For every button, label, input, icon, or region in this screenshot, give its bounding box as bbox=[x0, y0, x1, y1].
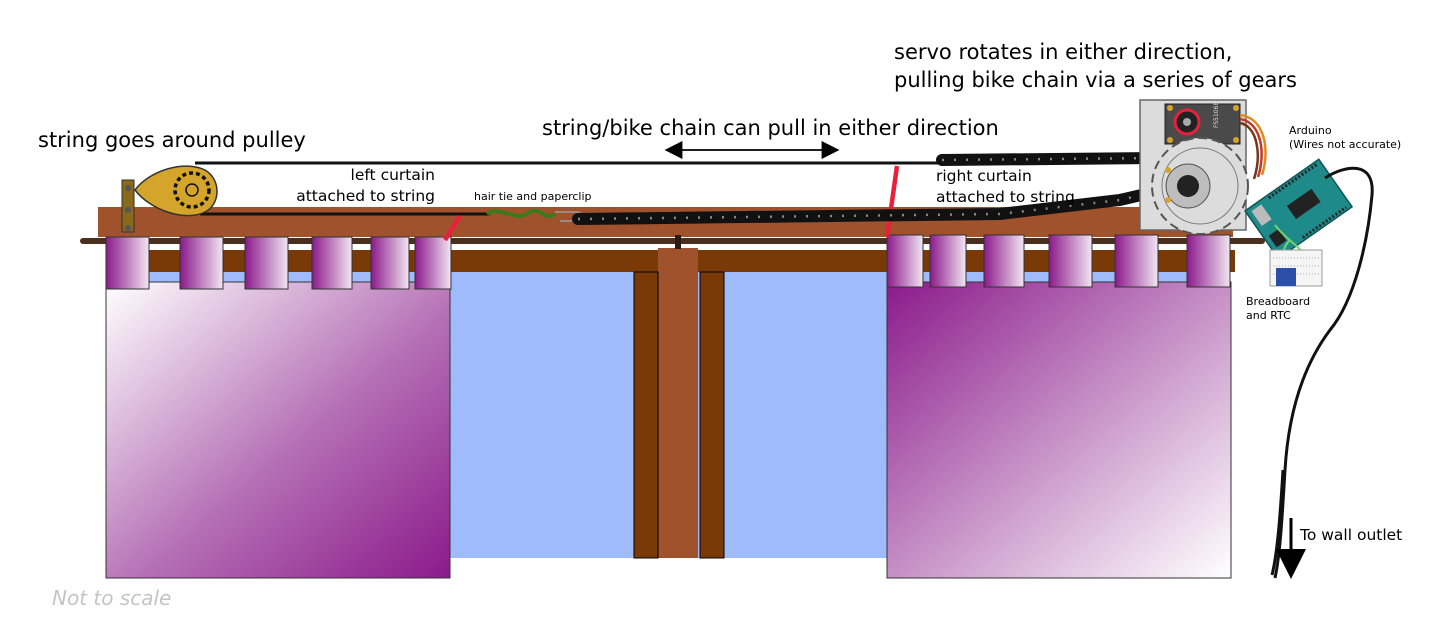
servo-chip-label: FS5106B bbox=[1213, 101, 1220, 128]
pulley bbox=[121, 165, 218, 233]
left-curtain-loops bbox=[105, 236, 452, 290]
pulley-caption: string goes around pulley bbox=[38, 128, 306, 152]
right-curtain-panel bbox=[886, 281, 1232, 579]
left-curtain-caption-line1: left curtain bbox=[350, 166, 435, 184]
right-curtain-caption-line1: right curtain bbox=[936, 167, 1032, 185]
rod-center-bracket bbox=[675, 235, 681, 249]
drive-gear bbox=[1151, 137, 1249, 235]
right-curtain-caption-line2: attached to string bbox=[936, 188, 1075, 206]
left-curtain-caption-line2: attached to string bbox=[296, 187, 435, 205]
string bbox=[195, 161, 945, 216]
arduino-caption-line2: (Wires not accurate) bbox=[1289, 138, 1402, 151]
servo-wires bbox=[1239, 113, 1267, 180]
right-curtain-clip bbox=[884, 165, 900, 238]
breadboard-caption-line2: and RTC bbox=[1246, 309, 1291, 322]
pull-direction-caption: string/bike chain can pull in either dir… bbox=[542, 116, 999, 140]
arduino-caption-line1: Arduino bbox=[1289, 124, 1332, 137]
not-to-scale-note: Not to scale bbox=[52, 586, 172, 610]
left-curtain-clip bbox=[443, 214, 462, 242]
power-cable bbox=[1270, 166, 1374, 579]
servo-caption-line1: servo rotates in either direction, bbox=[894, 40, 1233, 64]
breadboard-rtc bbox=[1269, 249, 1323, 287]
servo-caption-line2: pulling bike chain via a series of gears bbox=[894, 68, 1297, 92]
left-curtain-panel bbox=[105, 281, 451, 579]
lower-bike-chain bbox=[572, 187, 1156, 225]
wall-outlet-caption: To wall outlet bbox=[1300, 526, 1403, 544]
hair-tie-caption: hair tie and paperclip bbox=[474, 190, 592, 203]
breadboard-caption-line1: Breadboard bbox=[1246, 295, 1311, 308]
right-curtain-loops bbox=[886, 234, 1231, 288]
